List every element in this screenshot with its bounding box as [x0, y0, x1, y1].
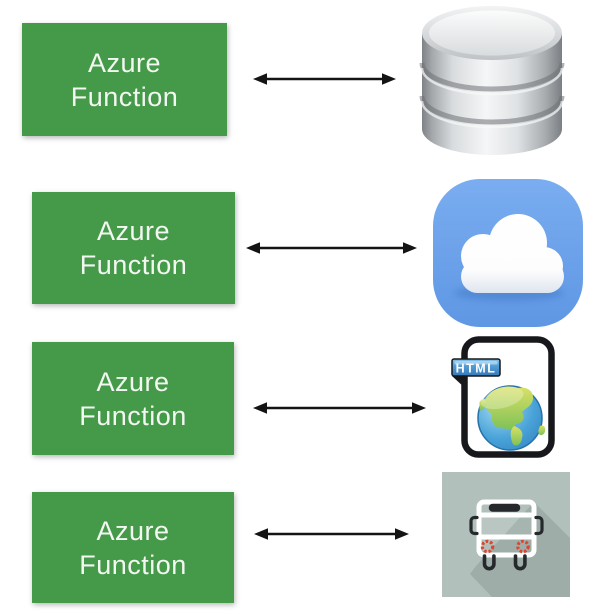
- bidirectional-arrow-4: [254, 528, 409, 540]
- database-top-surface: [429, 10, 555, 56]
- database-groove-2: [419, 95, 565, 125]
- azure-function-label-1: Azure Function: [70, 47, 179, 112]
- bidirectional-arrow-3: [253, 402, 426, 414]
- bus-mirror-left: [469, 515, 479, 536]
- bus-body-outline: [476, 499, 537, 558]
- arrowhead-left-icon: [253, 73, 267, 85]
- arrowhead-left-icon: [253, 402, 267, 414]
- azure-function-label-2: Azure Function: [79, 216, 188, 280]
- cloud-icon: [432, 178, 584, 333]
- bidirectional-arrow-1: [253, 73, 396, 85]
- bus-headlight-right: [516, 539, 530, 554]
- azure-function-box-1: Azure Function: [22, 23, 227, 136]
- bidirectional-arrow-2: [246, 242, 417, 254]
- bus-long-shadow: [470, 502, 570, 597]
- arrowhead-left-icon: [246, 242, 260, 254]
- arrowhead-right-icon: [395, 528, 409, 540]
- azure-function-label-3: Azure Function: [79, 366, 187, 431]
- cloud-shape: [461, 214, 564, 293]
- bus-mirror-right: [534, 515, 544, 536]
- database-icon: [419, 3, 565, 162]
- html-file-icon: HTML: [448, 336, 556, 465]
- azure-function-box-2: Azure Function: [32, 192, 235, 304]
- database-groove-1-highlight: [420, 67, 564, 96]
- globe-continents: [479, 386, 546, 446]
- html-badge-text: HTML: [456, 362, 497, 376]
- html-badge: [451, 358, 501, 377]
- database-groove-2-highlight: [420, 100, 564, 129]
- bus-windshield: [481, 517, 532, 535]
- ribbon-fold: [452, 376, 465, 388]
- azure-function-label-4: Azure Function: [79, 515, 187, 580]
- bus-icon: [442, 472, 570, 602]
- database-groove-1: [419, 62, 565, 92]
- azure-function-box-3: Azure Function: [32, 342, 234, 455]
- bus-destination-sign: [488, 503, 521, 512]
- bus-headlight-left: [480, 539, 495, 554]
- ribbon-highlight: [454, 361, 498, 365]
- globe-gloss: [480, 386, 524, 410]
- arrowhead-left-icon: [254, 528, 268, 540]
- arrowhead-right-icon: [403, 242, 417, 254]
- arrowhead-right-icon: [412, 402, 426, 414]
- bus-wheel-right: [513, 554, 527, 571]
- arrowhead-right-icon: [382, 73, 396, 85]
- azure-function-box-4: Azure Function: [32, 492, 234, 603]
- bus-wheel-left: [482, 554, 496, 571]
